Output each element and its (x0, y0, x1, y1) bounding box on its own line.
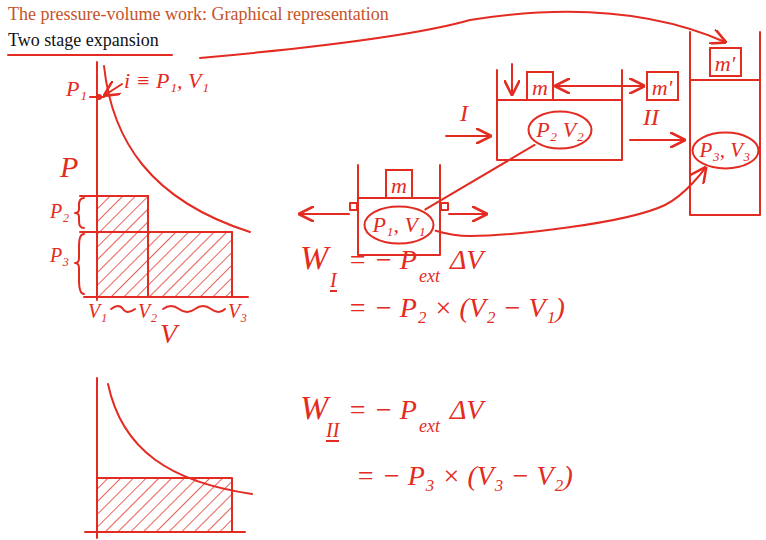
weight-arrow (511, 64, 513, 94)
stopper (350, 203, 357, 210)
equation-symbol: W (300, 388, 328, 427)
pressure-axis (96, 378, 98, 538)
axis-tick-label: P₂ (50, 200, 69, 223)
axis-tick-label: P₃ (50, 244, 69, 267)
equation-term: ΔV (450, 394, 484, 426)
expansion-arrow (449, 213, 486, 215)
mass-box: m (385, 169, 413, 199)
state-circle: P₃, V₃ (691, 131, 760, 170)
node-text: m' (711, 51, 740, 76)
axis-title: V (160, 318, 177, 350)
stage-arrow (630, 139, 684, 141)
node-text: P₂ V₂ (527, 117, 593, 142)
stopper (441, 203, 448, 210)
initial-state-tick (90, 96, 104, 98)
connector (436, 168, 706, 236)
brace (75, 198, 84, 228)
mass-box: m' (709, 47, 742, 77)
equation-symbol: W (300, 238, 328, 277)
equation-subscript: ext (419, 266, 440, 287)
piston (690, 79, 760, 81)
initial-state-dot (97, 95, 101, 99)
work-area-stage-1 (97, 196, 148, 297)
equation-term: = − P (348, 244, 417, 276)
piston (497, 99, 622, 101)
equation-line: = − P₂ × (V₂ − V₁) (348, 292, 565, 324)
equation-term: = − P (348, 394, 417, 426)
axis-tick-label: V₂ (138, 300, 157, 323)
state-circle: P₂ V₂ (527, 110, 593, 150)
equation-line: = − P₃ × (V₃ − V₂) (356, 460, 573, 492)
cylinder (358, 165, 440, 255)
mass-box: m (526, 71, 554, 101)
state-label: i ≡ P₁, V₁ (124, 68, 209, 93)
equation-subscript: ext (419, 416, 440, 437)
isotherm-curve (104, 66, 250, 232)
p2-line (80, 195, 148, 197)
stage-label: II (643, 104, 659, 132)
axis-title: P (60, 150, 78, 185)
node-text: P₁, V₁ (363, 212, 435, 237)
volume-brace (111, 306, 135, 312)
stage-label: I (460, 100, 468, 128)
mass-box: m' (646, 71, 679, 101)
volume-brace (163, 306, 225, 312)
expansion-arrow (300, 213, 349, 215)
equation-subscript: II (326, 420, 339, 442)
volume-axis (84, 296, 248, 298)
volume-axis (85, 531, 245, 533)
isotherm-curve (108, 384, 252, 494)
node-text: m (387, 173, 411, 198)
equation-term: ΔV (450, 244, 484, 276)
node-text: m (528, 75, 552, 100)
work-area-stage-2 (148, 232, 232, 297)
connector (425, 145, 534, 209)
axis-tick-label: V₁ (88, 300, 107, 323)
equation-subscript: I (330, 270, 337, 292)
subtitle: Two stage expansion (8, 30, 159, 51)
node-text: P₃, V₃ (691, 138, 760, 162)
subtitle-underline (8, 54, 172, 56)
brace (75, 234, 84, 294)
node-text: m' (648, 75, 677, 100)
leader-arrow (105, 84, 122, 95)
cylinder (497, 70, 622, 160)
connector (556, 85, 644, 87)
axis-tick-label: V₃ (228, 300, 247, 323)
slide-title: The pressure-volume work: Graphical repr… (8, 4, 389, 25)
axis-tick-label: P₁ (66, 76, 87, 101)
state-circle: P₁, V₁ (363, 205, 435, 245)
cylinder (690, 32, 760, 215)
stage-arrow (446, 135, 490, 137)
p3-line (80, 231, 232, 233)
